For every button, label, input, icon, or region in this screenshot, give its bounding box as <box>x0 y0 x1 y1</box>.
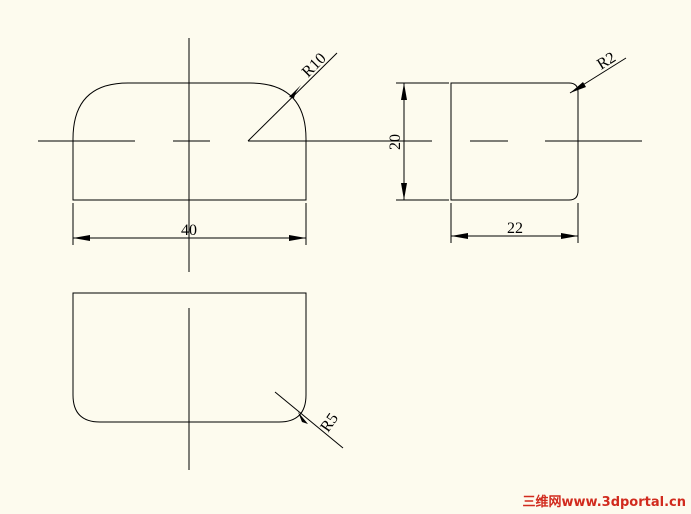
front-width-label: 40 <box>181 222 197 239</box>
side-radius-arrow <box>570 82 586 93</box>
top-radius-arrow <box>298 412 308 424</box>
watermark-text: 三维网www.3dportal.cn <box>523 494 686 510</box>
front-radius-label: R10 <box>299 50 330 81</box>
top-radius-label: R5 <box>317 410 342 435</box>
side-view-outline <box>450 82 579 201</box>
side-width-arrow-right <box>561 233 578 239</box>
top-radius-leader <box>274 391 344 449</box>
top-view: R5 <box>72 292 344 470</box>
top-view-outline <box>72 292 307 423</box>
side-width-label: 22 <box>507 220 523 237</box>
side-width-arrow-left <box>451 233 468 239</box>
side-height-arrow-top <box>401 83 407 100</box>
side-height-arrow-bottom <box>401 183 407 200</box>
front-width-arrow-left <box>73 235 90 241</box>
side-radius-label: R2 <box>594 49 619 73</box>
side-height-label: 20 <box>387 134 404 150</box>
front-width-arrow-right <box>289 235 306 241</box>
front-view-outline <box>72 82 307 201</box>
front-radius-arrow <box>289 85 301 98</box>
side-view: 20 22 R2 <box>387 49 642 243</box>
front-view: R10 40 <box>38 38 432 272</box>
